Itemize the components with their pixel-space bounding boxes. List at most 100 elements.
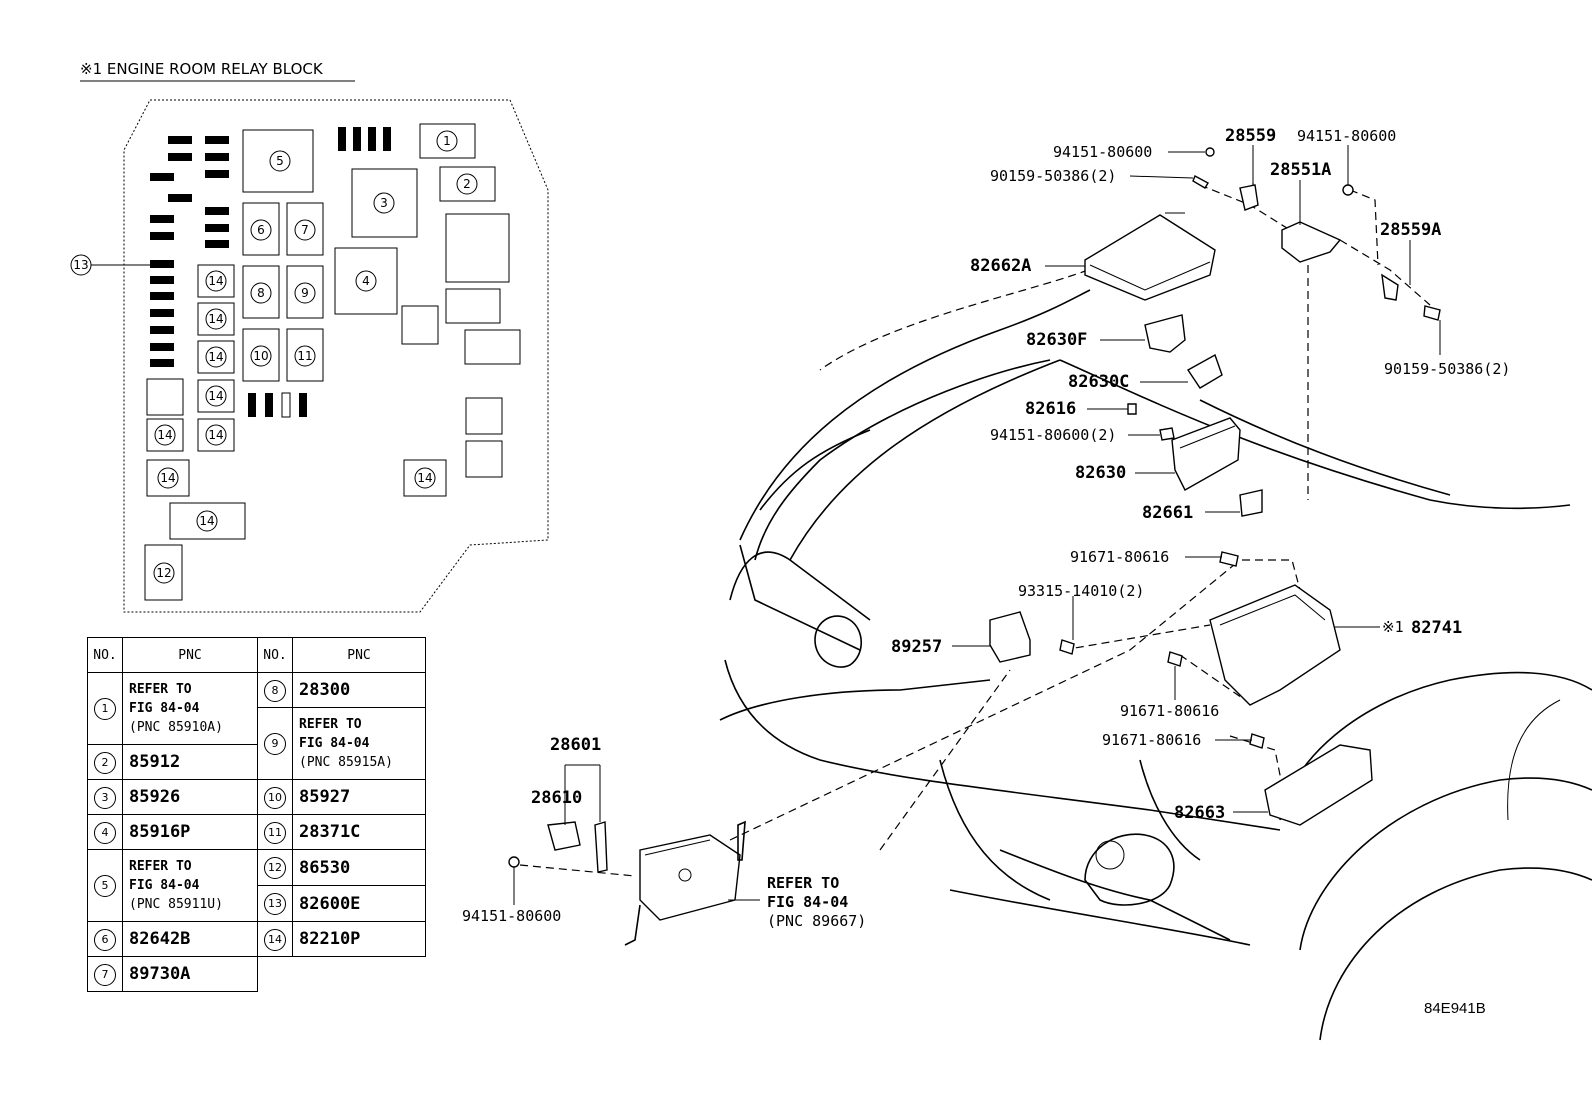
relay-squares bbox=[144, 123, 521, 601]
svg-text:12: 12 bbox=[156, 566, 171, 580]
label-91671-80616-c: 91671-80616 bbox=[1102, 731, 1201, 749]
bolt-icon bbox=[1423, 305, 1441, 321]
svg-text:9: 9 bbox=[301, 286, 309, 300]
label-82662A: 82662A bbox=[970, 256, 1031, 276]
bolt-icon bbox=[1167, 651, 1183, 667]
bracket-28601 bbox=[594, 821, 608, 873]
row-number: 6 bbox=[94, 928, 116, 951]
svg-text:11: 11 bbox=[297, 349, 312, 363]
label-82630C: 82630C bbox=[1068, 372, 1129, 392]
label-94151-80600-2: 94151-80600(2) bbox=[990, 426, 1116, 444]
bolt-icon bbox=[1219, 551, 1239, 567]
svg-text:7: 7 bbox=[301, 223, 309, 237]
svg-text:1: 1 bbox=[443, 134, 451, 148]
label-90159-50386-right: 90159-50386(2) bbox=[1384, 360, 1510, 378]
svg-text:14: 14 bbox=[199, 514, 214, 528]
table-header-row: NO. PNC NO. PNC bbox=[87, 637, 426, 673]
ref-line: (PNC 85910A) bbox=[129, 720, 223, 735]
ref-line: (PNC 85915A) bbox=[299, 755, 393, 770]
ref-line: FIG 84-04 bbox=[299, 736, 370, 751]
nut-icon bbox=[1342, 184, 1354, 196]
relay-marker-4: 4 bbox=[355, 270, 377, 292]
svg-text:14: 14 bbox=[157, 428, 172, 442]
svg-text:8: 8 bbox=[257, 286, 265, 300]
pnc-value: 82642B bbox=[122, 921, 258, 957]
table-row: 9 REFER TO FIG 84-04 (PNC 85915A) bbox=[88, 707, 426, 780]
table-row: 3 85926 10 85927 bbox=[87, 779, 426, 815]
ref-line: FIG 84-04 bbox=[129, 701, 200, 716]
relay-28610 bbox=[547, 821, 581, 851]
nut-icon bbox=[1205, 147, 1215, 157]
svg-text:14: 14 bbox=[208, 389, 223, 403]
label-28551A: 28551A bbox=[1270, 160, 1331, 180]
label-82741-mark: ※1 bbox=[1382, 618, 1404, 636]
pnc-value: 82210P bbox=[292, 921, 426, 957]
relay-block-outline bbox=[123, 99, 549, 613]
part-labels: 94151-80600 90159-50386(2) 28559 94151-8… bbox=[462, 126, 1510, 930]
ref-line: REFER TO bbox=[299, 717, 362, 732]
label-82630: 82630 bbox=[1075, 463, 1126, 483]
relay-marker-1: 1 bbox=[436, 130, 458, 152]
fuse-bars bbox=[150, 127, 391, 418]
row-number: 2 bbox=[94, 751, 116, 774]
ref-line: (PNC 85911U) bbox=[129, 897, 223, 912]
bracket-28559 bbox=[1239, 184, 1259, 211]
label-28559: 28559 bbox=[1225, 126, 1276, 146]
bracket-28559A bbox=[1381, 273, 1399, 301]
relay-number-markers: 1 2 3 4 5 6 7 8 9 10 11 12 13 14 14 14 1… bbox=[70, 130, 478, 584]
pnc-value: 89730A bbox=[122, 956, 258, 992]
pnc-value: 85916P bbox=[122, 814, 258, 850]
relay-block-title: ※1 ENGINE ROOM RELAY BLOCK bbox=[80, 60, 324, 78]
row-number: 7 bbox=[94, 963, 116, 986]
row-number: 4 bbox=[94, 821, 116, 844]
ref-line: REFER TO bbox=[129, 682, 192, 697]
nut-icon bbox=[508, 856, 520, 868]
pnc-value: 86530 bbox=[292, 849, 426, 886]
ref-line: FIG 84-04 bbox=[129, 878, 200, 893]
relay-marker-14g: 14 bbox=[157, 467, 179, 489]
label-89257: 89257 bbox=[891, 637, 942, 657]
relay-marker-14e: 14 bbox=[205, 424, 227, 446]
table-row: 4 85916P 11 28371C bbox=[87, 814, 426, 850]
svg-text:6: 6 bbox=[257, 223, 265, 237]
label-82616: 82616 bbox=[1025, 399, 1076, 419]
relay-marker-3: 3 bbox=[373, 192, 395, 214]
svg-text:4: 4 bbox=[362, 274, 370, 288]
relay-marker-14i: 14 bbox=[196, 510, 218, 532]
relay-marker-8: 8 bbox=[250, 282, 272, 304]
table-row: 6 82642B 14 82210P bbox=[87, 921, 426, 957]
relay-marker-13: 13 bbox=[70, 254, 92, 276]
fuse-icon bbox=[1127, 403, 1137, 415]
relay-marker-11: 11 bbox=[294, 345, 316, 367]
label-93315-14010: 93315-14010(2) bbox=[1018, 582, 1144, 600]
svg-text:10: 10 bbox=[253, 349, 268, 363]
relay-marker-10: 10 bbox=[250, 345, 272, 367]
bolt-icon bbox=[1059, 639, 1075, 655]
label-94151-80600-right: 94151-80600 bbox=[1297, 127, 1396, 145]
header-no-left: NO. bbox=[87, 637, 123, 673]
label-82741: 82741 bbox=[1411, 618, 1462, 638]
label-91671-80616-b: 91671-80616 bbox=[1120, 702, 1219, 720]
relay-marker-12: 12 bbox=[153, 562, 175, 584]
relay-marker-7: 7 bbox=[294, 219, 316, 241]
row-number: 3 bbox=[94, 786, 116, 809]
label-refer-2: FIG 84-04 bbox=[767, 893, 848, 911]
relay-82630F bbox=[1144, 314, 1186, 353]
relay-82630C bbox=[1186, 353, 1223, 389]
label-82663: 82663 bbox=[1174, 803, 1225, 823]
svg-text:14: 14 bbox=[417, 471, 432, 485]
row-number: 11 bbox=[264, 821, 286, 844]
relay-marker-2: 2 bbox=[456, 173, 478, 195]
bolt-icon bbox=[1192, 175, 1209, 189]
fuse-82661 bbox=[1239, 489, 1263, 517]
header-pnc-left: PNC bbox=[122, 637, 258, 673]
label-28559A: 28559A bbox=[1380, 220, 1441, 240]
label-28610: 28610 bbox=[531, 788, 582, 808]
row-number: 9 bbox=[264, 733, 286, 755]
label-refer-1: REFER TO bbox=[767, 874, 839, 892]
label-94151-80600-top: 94151-80600 bbox=[1053, 143, 1152, 161]
relay-block-cover bbox=[1084, 214, 1216, 301]
label-refer-3: (PNC 89667) bbox=[767, 912, 866, 930]
